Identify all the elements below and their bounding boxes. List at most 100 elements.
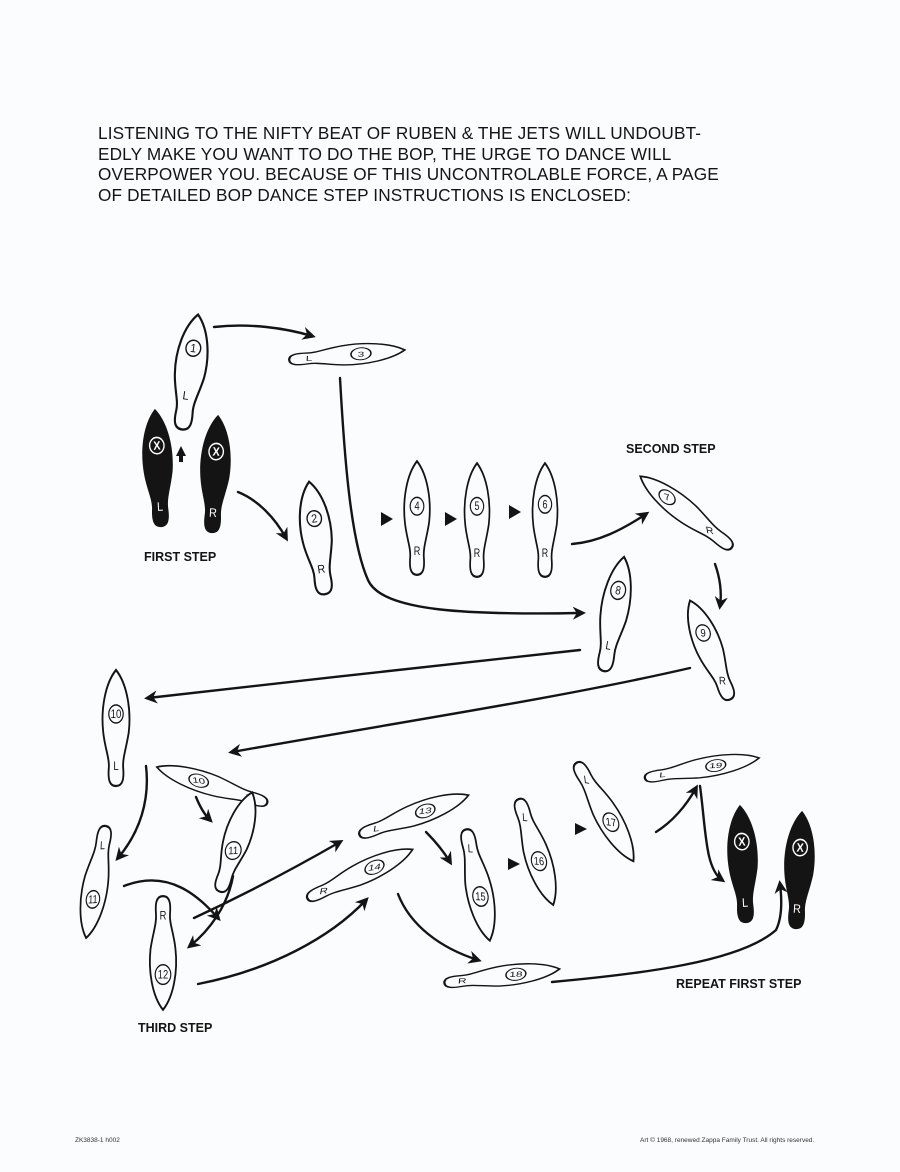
caption-first-step: FIRST STEP <box>144 550 216 564</box>
caption-third-step: THIRD STEP <box>138 1021 212 1035</box>
intro-line: EDLY MAKE YOU WANT TO DO THE BOP, THE UR… <box>98 143 672 164</box>
foot-letter: L <box>306 355 314 363</box>
step-number: 11 <box>88 894 98 907</box>
footprint-16: 16 L <box>505 794 567 910</box>
copyright-credit: Art © 1968, renewed Zappa Family Trust. … <box>640 1137 815 1144</box>
small-arrows <box>176 446 587 870</box>
footprint-19: 19 L <box>642 747 762 789</box>
foot-letter: L <box>467 842 473 856</box>
foot-letter: L <box>659 771 667 780</box>
arrow <box>194 795 213 823</box>
foot-letter: L <box>372 824 380 834</box>
foot-letter: R <box>209 507 217 520</box>
start-foot-left: X L <box>139 408 177 528</box>
start-foot-right: X R <box>196 414 234 534</box>
footprint-10-left: 10 L <box>101 668 131 788</box>
step-number: 6 <box>543 499 548 511</box>
step-number: 7 <box>663 492 671 503</box>
step-number: 15 <box>475 890 486 904</box>
foot-letter: R <box>705 526 715 538</box>
small-arrow <box>508 858 520 870</box>
footprint-15: 15 L <box>452 825 504 945</box>
footprint-6: 6 R <box>531 462 559 578</box>
foot-letter: L <box>522 812 528 825</box>
footprint-18: 18 R <box>442 957 562 995</box>
footprint-4: 4 R <box>403 460 431 576</box>
step-number: 2 <box>311 513 319 526</box>
footprint-3: 3 L <box>287 338 407 372</box>
foot-letter: R <box>317 563 326 576</box>
footprint-17: 17 L <box>565 755 645 869</box>
footprint-7: 7 R <box>632 466 740 558</box>
arrow <box>698 784 726 883</box>
intro-line: LISTENING TO THE NIFTY BEAT OF RUBEN & T… <box>98 123 702 143</box>
foot-letter: R <box>793 903 801 916</box>
arrow <box>144 648 582 704</box>
small-arrow <box>509 505 521 519</box>
movement-arrows <box>115 324 788 986</box>
footprint-5: 5 R <box>463 462 491 578</box>
x-mark: X <box>738 836 746 849</box>
footprint-13: 13 L <box>354 783 474 847</box>
step-number: 4 <box>414 500 419 513</box>
caption-repeat-first-step: REPEAT FIRST STEP <box>676 977 801 991</box>
x-mark: X <box>796 842 804 855</box>
foot-letter: R <box>414 545 421 558</box>
arrow <box>228 666 692 757</box>
intro-line: OVERPOWER YOU. BECAUSE OF THIS UNCONTROL… <box>98 164 719 184</box>
arrow <box>122 879 221 921</box>
step-number: 8 <box>614 584 622 598</box>
small-arrow <box>176 446 186 462</box>
x-mark: X <box>212 446 220 459</box>
footprint-8: 8 L <box>589 553 639 675</box>
intro-line: OF DETAILED BOP DANCE STEP INSTRUCTIONS … <box>98 184 632 205</box>
foot-letter: R <box>542 548 549 560</box>
arrow <box>212 324 316 340</box>
foot-letter: L <box>604 639 612 653</box>
footprint-14: 14 R <box>301 838 419 910</box>
step-number: 5 <box>475 501 480 513</box>
step-number: 11 <box>228 845 239 857</box>
catalog-code: ZK3838-1 h002 <box>75 1137 120 1144</box>
footprint-11-left: 11 L <box>72 822 120 942</box>
arrow <box>550 880 788 984</box>
small-arrow <box>445 512 457 526</box>
arrow <box>338 376 586 620</box>
end-foot-left: X L <box>724 804 762 924</box>
arrow <box>424 830 453 866</box>
footprint-2: 2 R <box>292 478 342 598</box>
arrow <box>115 764 149 862</box>
arrow <box>236 490 288 542</box>
foot-letter: R <box>458 977 467 986</box>
step-number: 13 <box>418 806 433 817</box>
footprint-12: 12 R <box>148 895 178 1011</box>
foot-letter: L <box>157 501 164 514</box>
intro-text: LISTENING TO THE NIFTY BEAT OF RUBEN & T… <box>98 123 818 205</box>
footprint-11-right: 11 <box>206 787 266 897</box>
arrow <box>196 897 369 986</box>
small-arrow <box>381 512 393 526</box>
foot-letter: R <box>474 548 481 560</box>
foot-letter: L <box>742 897 749 910</box>
step-number: 14 <box>367 862 382 873</box>
foot-letter: R <box>319 886 329 896</box>
step-number: 10 <box>192 776 207 786</box>
foot-letter: L <box>182 390 190 403</box>
x-mark: X <box>153 440 161 453</box>
arrow <box>186 874 235 949</box>
caption-second-step: SECOND STEP <box>626 442 716 456</box>
foot-letter: R <box>719 676 727 688</box>
small-arrow <box>575 823 587 835</box>
foot-letter: L <box>583 775 590 787</box>
end-foot-right: X R <box>780 810 818 930</box>
step-number: 10 <box>111 708 122 721</box>
step-number: 9 <box>700 628 706 640</box>
step-number: 12 <box>158 969 168 982</box>
arrow <box>396 892 482 964</box>
arrow <box>570 511 650 546</box>
foot-letter: L <box>113 760 118 773</box>
step-number: 18 <box>509 970 523 979</box>
arrow <box>192 840 344 920</box>
step-number: 16 <box>534 856 545 869</box>
